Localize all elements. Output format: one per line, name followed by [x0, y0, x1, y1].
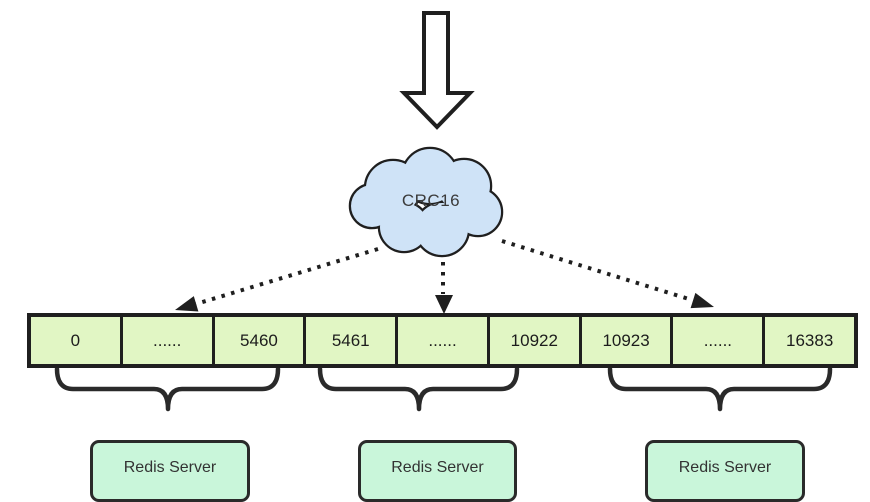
redis-server-label-1: Redis Server	[123, 459, 217, 476]
group-brace-left	[54, 366, 281, 412]
slot-cell-dots3: ......	[670, 317, 762, 364]
hash-slot-row: 0 ...... 5460 5461 ...... 10922 10923 ..…	[27, 313, 858, 368]
down-arrow-icon	[399, 11, 475, 130]
slot-cell-5460: 5460	[211, 317, 304, 364]
redis-server-box-2: Redis Server	[358, 440, 517, 502]
redis-server-label-3: Redis Server	[678, 459, 772, 476]
diagram-graphics	[54, 11, 833, 412]
slot-cell-dots1: ......	[119, 317, 212, 364]
slot-cell-10922: 10922	[486, 317, 579, 364]
dotted-arrow-left	[175, 247, 379, 312]
slot-cell-16383: 16383	[762, 317, 854, 364]
diagram-canvas: CRC16 0 ...... 5460 5461 ...... 10922 10…	[27, 11, 858, 502]
dotted-arrow-right	[501, 239, 714, 309]
dotted-arrow-middle	[435, 262, 453, 314]
crc16-cloud	[348, 146, 504, 258]
crc16-label: CRC16	[401, 191, 461, 210]
slot-cell-0: 0	[70, 330, 81, 350]
group-brace-middle	[317, 366, 520, 412]
redis-server-box-3: Redis Server	[645, 440, 805, 502]
slot-cell-dots2: ......	[395, 317, 487, 364]
group-brace-right	[607, 366, 833, 412]
redis-server-box-1: Redis Server	[90, 440, 250, 502]
slot-cell-10923: 10923	[578, 317, 671, 364]
redis-server-label-2: Redis Server	[391, 459, 484, 476]
slot-cell-5461: 5461	[303, 317, 395, 364]
